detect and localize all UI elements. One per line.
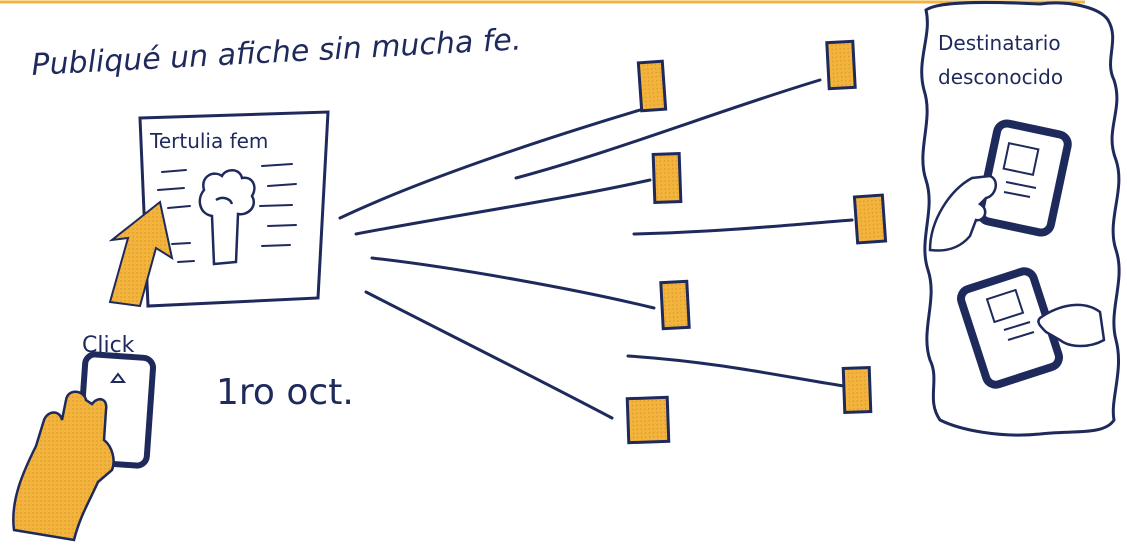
date-label: 1ro oct. [216, 372, 354, 413]
note-icons [625, 39, 888, 445]
caption-text: Publiqué un afiche sin mucha fe. [31, 22, 523, 83]
poster-icon: Tertulia fem [138, 110, 330, 308]
arrow-up-icon [108, 200, 174, 308]
recipient-line1: Destinatario [938, 31, 1061, 55]
poster-title: Tertulia fem [149, 129, 268, 153]
poster-lines [157, 163, 297, 263]
note-icon [636, 59, 668, 113]
hand-holding-phone-icon [957, 267, 1106, 389]
note-icon [625, 395, 671, 445]
note-icon [841, 366, 873, 414]
note-icon [852, 193, 888, 245]
hand-pointer-icon [12, 351, 157, 542]
note-icon [825, 39, 857, 91]
note-icon [659, 279, 691, 331]
recipient-line2: desconocido [938, 65, 1063, 89]
note-icon [651, 152, 683, 204]
fist-icon [198, 169, 256, 266]
spread-lines [338, 78, 854, 420]
hand-holding-phone-icon [928, 119, 1072, 252]
